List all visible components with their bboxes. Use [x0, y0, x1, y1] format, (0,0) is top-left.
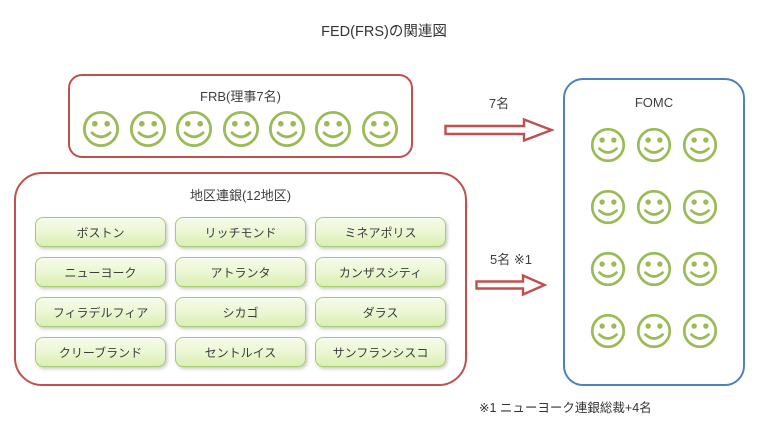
- bank-name: リッチモンド: [204, 225, 277, 240]
- district-bank-label: アトランタ: [175, 257, 306, 287]
- fomc-box: FOMC: [563, 78, 745, 386]
- district-bank-label: リッチモンド: [175, 217, 306, 247]
- district-bank-label: ボストン: [35, 217, 166, 247]
- bank-name: ボストン: [76, 225, 125, 240]
- district-bank-label: サンフランシスコ: [315, 337, 446, 367]
- smiley-face-icon: [361, 110, 398, 148]
- smiley-face-icon: [636, 313, 672, 349]
- district-to-fomc-arrow-label: 5名 ※1: [490, 252, 532, 267]
- smiley-face-icon: [636, 127, 672, 163]
- district-banks-box-title: 地区連銀(12地区): [189, 188, 292, 203]
- district-banks-box: 地区連銀(12地区) ボストン リッチモンド ミネアポリス ニューヨーク アトラ…: [14, 172, 467, 386]
- frb-box-title: FRB(理事7名): [200, 89, 281, 104]
- district-bank-label: ダラス: [315, 297, 446, 327]
- smiley-face-icon: [590, 251, 626, 287]
- smiley-face-icon: [682, 127, 718, 163]
- bank-name: シカゴ: [222, 305, 259, 320]
- district-banks-grid: ボストン リッチモンド ミネアポリス ニューヨーク アトランタ カンザスシティ …: [35, 217, 446, 367]
- smiley-face-icon: [682, 251, 718, 287]
- district-bank-label: シカゴ: [175, 297, 306, 327]
- bank-name: サンフランシスコ: [332, 345, 429, 360]
- bank-name: ダラス: [362, 305, 399, 320]
- smiley-face-icon: [590, 313, 626, 349]
- frb-to-fomc-arrow-label: 7名: [488, 96, 510, 111]
- smiley-face-icon: [83, 110, 120, 148]
- smiley-face-icon: [636, 189, 672, 225]
- smiley-face-icon: [590, 127, 626, 163]
- frb-to-fomc-arrow-group: 7名: [444, 95, 554, 143]
- footnote: ※1 ニューヨーク連銀総裁+4名: [479, 401, 652, 415]
- smiley-face-icon: [222, 110, 259, 148]
- smiley-face-icon: [590, 189, 626, 225]
- bank-name: アトランタ: [210, 265, 271, 280]
- smiley-face-icon: [268, 110, 305, 148]
- bank-name: クリーブランド: [58, 345, 143, 360]
- district-bank-label: フィラデルフィア: [35, 297, 166, 327]
- bank-name: フィラデルフィア: [52, 305, 149, 320]
- smiley-face-icon: [129, 110, 166, 148]
- district-bank-label: カンザスシティ: [315, 257, 446, 287]
- district-bank-label: ミネアポリス: [315, 217, 446, 247]
- frb-box: FRB(理事7名): [68, 74, 413, 158]
- smiley-face-icon: [315, 110, 352, 148]
- right-block-arrow-icon: [444, 117, 554, 143]
- smiley-face-icon: [176, 110, 213, 148]
- bank-name: ニューヨーク: [64, 265, 137, 280]
- right-block-arrow-icon: [475, 273, 547, 297]
- diagram-title: FED(FRS)の関連図: [321, 24, 447, 40]
- district-to-fomc-arrow-group: 5名 ※1: [474, 251, 548, 297]
- district-bank-label: ニューヨーク: [35, 257, 166, 287]
- fomc-members-grid: [565, 127, 743, 349]
- smiley-face-icon: [636, 251, 672, 287]
- smiley-face-icon: [682, 189, 718, 225]
- frb-members-row: [70, 110, 411, 148]
- bank-name: セントルイス: [204, 345, 277, 360]
- bank-name: ミネアポリス: [344, 225, 417, 240]
- smiley-face-icon: [682, 313, 718, 349]
- district-bank-label: クリーブランド: [35, 337, 166, 367]
- district-bank-label: セントルイス: [175, 337, 306, 367]
- fomc-box-title: FOMC: [634, 95, 674, 110]
- bank-name: カンザスシティ: [338, 265, 423, 280]
